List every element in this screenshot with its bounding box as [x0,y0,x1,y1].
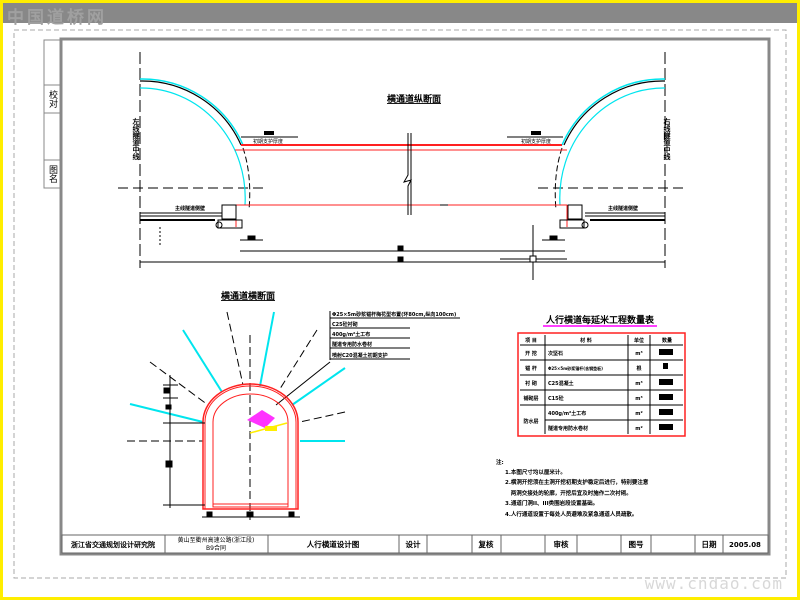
table-cell: C25混凝土 [548,380,574,387]
note-item: 两洞交接处的轮廓，开挖后宜及时施作二次衬砌。 [505,489,632,497]
legend-item: 喷射C20混凝土初期支护 [332,352,388,359]
design-label: 设计 [406,539,421,549]
longitudinal-title: 横通道纵断面 [387,93,441,105]
table-cell: 400g/m²土工布 [548,410,586,417]
table-cell: Φ25×5m砂浆锚杆(含钢垫板) [548,365,603,371]
watermark-bottom: www.cndao.com [644,574,783,593]
cross-section-title: 横通道横断面 [221,290,275,302]
institute-name: 浙江省交通规划设计研究院 [71,540,155,549]
table-header: 数量 [662,337,672,344]
left-centerline-label: 左线隧道中线 [132,117,141,161]
quantity-table: 人行横道每延米工程数量表 项 目 材 料 单位 数量 开 挖 次坚石 [517,314,686,437]
side-strip [43,39,61,189]
notes: 注: 1.本图尺寸均以厘米计。 2.横洞开挖须在主洞开挖初期支护稳定后进行，特别… [496,458,649,518]
table-cell: m³ [635,351,642,357]
right-wall-label: 主线隧道侧壁 [608,205,638,212]
table-cell: 隧道专用防水卷材 [548,425,588,432]
table-cell: C15砼 [548,395,565,402]
legend-item: 隧道专用防水卷材 [332,341,372,348]
table-cell: 锚 杆 [525,365,537,372]
sheet-dashed-border [13,29,787,579]
side-label-proofread: 校对 [47,89,58,108]
cad-drawing: 校对 图名 横通道纵断面 左线隧道中线 右线隧道中线 [13,29,787,579]
legend-item: Φ25×5m砂浆锚杆梅花型布置(环80cm,纵向100cm) [332,311,456,318]
table-cell: 开 挖 [525,350,537,357]
left-support-label: 初期支护厚度 [253,138,283,145]
date-label: 日期 [702,539,717,549]
legend-item: 400g/m²土工布 [332,331,370,338]
right-support-label: 初期支护厚度 [521,138,551,145]
table-cell: m³ [635,381,642,387]
table-cell: m² [635,426,642,432]
title-bar: 中国道桥网 [3,3,797,28]
cross-section: 横通道横断面 [127,290,460,520]
notes-heading: 注: [496,458,504,466]
table-header: 单位 [634,337,644,344]
note-item: 1.本图尺寸均以厘米计。 [505,468,566,476]
left-wall-label: 主线隧道侧壁 [175,205,205,212]
legend-item: C25砼衬砌 [332,321,358,328]
table-header: 项 目 [525,337,537,344]
contract-name: B9合同 [206,544,226,552]
title-block: 浙江省交通规划设计研究院 黄山至衢州高速公路(浙江段) B9合同 人行横道设计图… [61,534,769,554]
drawing-title: 人行横道设计图 [307,539,360,549]
longitudinal-section: 横通道纵断面 左线隧道中线 右线隧道中线 [118,52,688,280]
table-cell: 次坚石 [548,350,563,357]
table-cell: 防水层 [523,418,538,425]
table-cell: m³ [635,396,642,402]
table-header: 材 料 [580,337,592,344]
drawing-no-label: 图号 [629,540,644,549]
side-label-drawing-name: 图名 [47,165,58,184]
right-centerline-label: 右线隧道中线 [663,117,672,161]
date-value: 2005.08 [729,541,761,549]
watermark-top: 中国道桥网 [7,8,107,28]
table-cell: m² [635,411,642,417]
check-label: 复核 [478,539,494,549]
note-item: 4.人行通道设置于每处人员避难及紧急通道人员疏散。 [505,510,637,518]
note-item: 2.横洞开挖须在主洞开挖初期支护稳定后进行，特别要注意 [505,478,649,486]
drawing-frame [59,37,771,556]
quantity-values-filled [659,349,673,430]
table-cell: 衬 砌 [524,380,537,387]
project-name: 黄山至衢州高速公路(浙江段) [178,536,255,544]
table-title: 人行横道每延米工程数量表 [545,314,655,326]
table-cell: 铺砌层 [523,395,538,402]
review-label: 审核 [554,539,569,549]
table-cell: 根 [636,365,642,372]
drawing-viewer: 中国道桥网 校对 图名 横通道纵断面 左线隧道中线 右线隧道中线 [3,3,797,597]
note-item: 3.通道门洞II、III类围岩段设置基础。 [505,499,598,507]
